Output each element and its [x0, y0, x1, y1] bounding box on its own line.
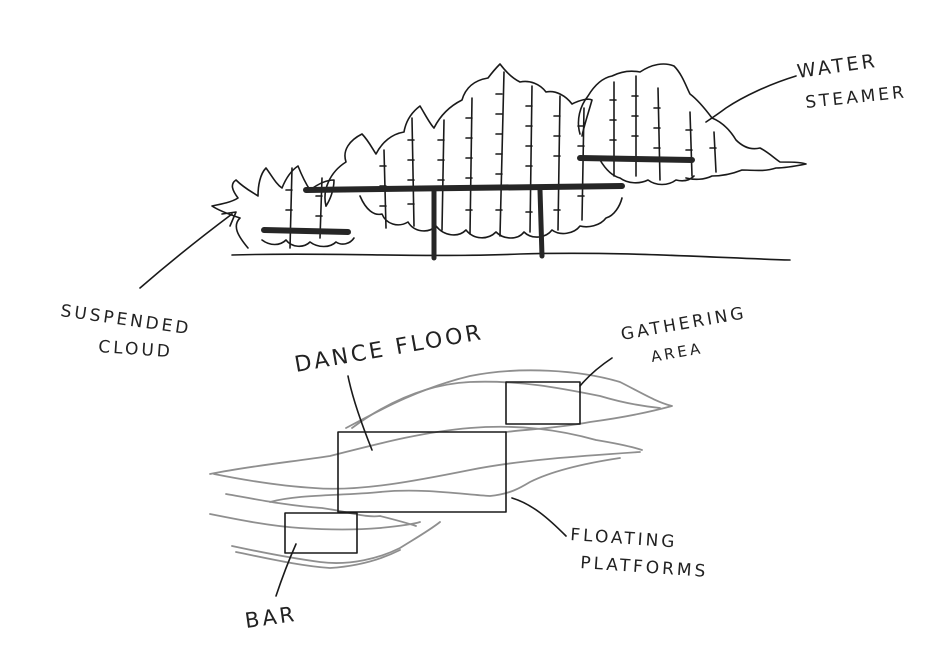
label-water-steamer-2: STEAMER — [804, 82, 907, 113]
beam-left — [261, 227, 351, 235]
cloud-outline-center — [324, 63, 593, 207]
leader-gathering-area — [579, 357, 613, 387]
label-water-steamer-1: WATER — [796, 50, 879, 83]
leader-suspended-cloud — [139, 213, 233, 289]
label-suspended-cloud-1: SUSPENDED — [59, 301, 192, 339]
support-column-2 — [537, 187, 545, 259]
platform-outline-3 — [209, 425, 643, 475]
cloud-fringe-center — [359, 195, 623, 239]
cloud-outline-right — [577, 63, 807, 181]
platform-outline-8 — [231, 521, 441, 564]
platform-outline-9 — [235, 549, 401, 569]
platform-outline-4 — [213, 451, 641, 490]
label-dance-floor: DANCE FLOOR — [293, 320, 486, 378]
label-bar: BAR — [243, 602, 298, 633]
platform-outline-1 — [345, 369, 673, 433]
plan-drawing — [209, 357, 673, 597]
platform-outline-2 — [351, 380, 661, 429]
label-gathering-area-1: GATHERING — [619, 303, 748, 345]
label-floating-platforms-1: FLOATING — [570, 525, 678, 552]
platform-outline-5 — [269, 457, 621, 503]
cloud-outline-left — [211, 165, 335, 249]
gathering-area-box — [505, 381, 581, 425]
leader-dance-floor — [347, 375, 373, 451]
cloud-elevation — [139, 63, 807, 289]
bar-box — [284, 512, 358, 554]
platform-outline-6 — [225, 493, 417, 527]
platform-outline-7 — [209, 513, 421, 531]
leader-bar — [275, 543, 297, 597]
ground-line — [231, 252, 791, 261]
cloud-fringe-left — [261, 237, 355, 248]
leader-water-steamer — [705, 75, 797, 123]
leader-arrow-head — [221, 211, 237, 227]
labels: WATER STEAMER SUSPENDED CLOUD DANCE FLOO… — [59, 50, 907, 633]
label-floating-platforms-2: PLATFORMS — [580, 553, 709, 582]
beam-main — [303, 183, 625, 193]
beam-right — [577, 155, 695, 163]
leader-floating-platforms — [511, 497, 567, 537]
dance-floor-box — [337, 431, 507, 513]
label-suspended-cloud-2: CLOUD — [98, 337, 174, 362]
label-gathering-area-2: AREA — [650, 339, 705, 366]
